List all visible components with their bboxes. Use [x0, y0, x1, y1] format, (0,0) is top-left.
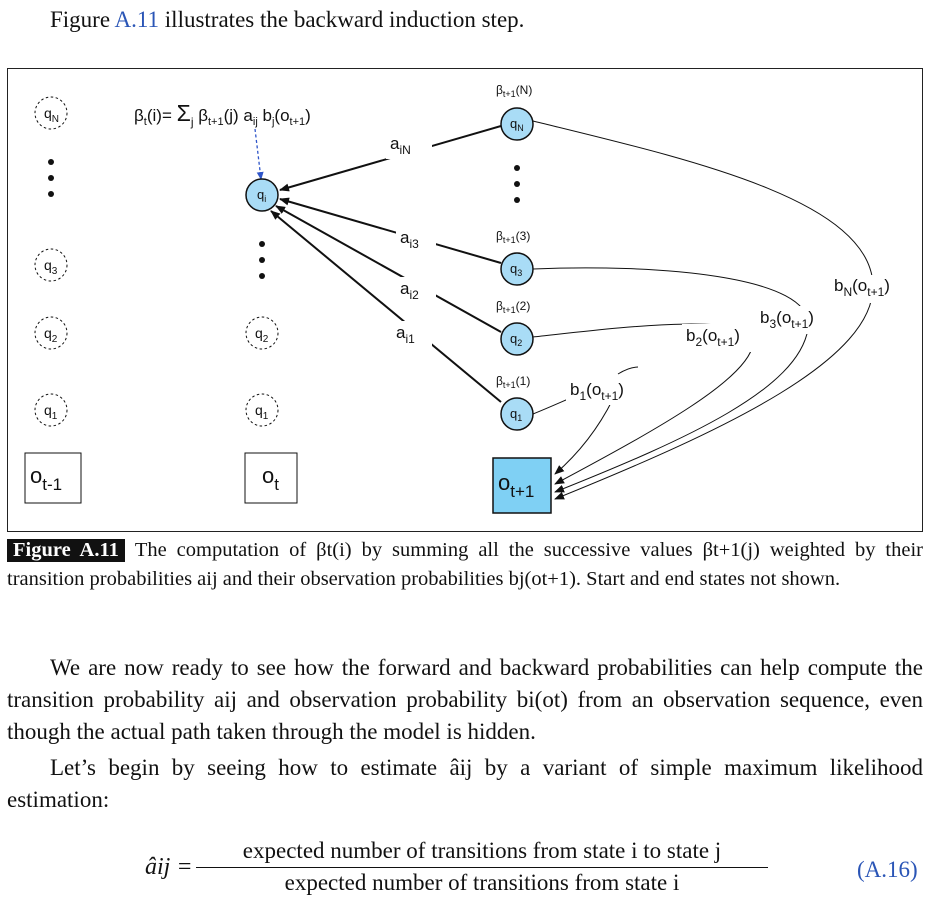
ellipsis-next	[514, 165, 520, 203]
svg-text:q1: q1	[44, 402, 58, 422]
lead-after: illustrates the backward induction step.	[159, 7, 525, 32]
svg-text:βt+1(3): βt+1(3)	[496, 229, 530, 245]
label-bN: bN(ot+1)	[834, 276, 890, 299]
svg-text:qN: qN	[510, 116, 524, 133]
svg-text:q1: q1	[510, 406, 522, 423]
ellipsis-t	[259, 241, 265, 279]
backward-induction-diagram: qN q3 q2 q1 ot-1 βt(i)= Σj βt+1(j) aij b…	[24, 83, 914, 514]
ellipsis-prev	[48, 159, 54, 197]
state-prev-N: qN	[34, 96, 68, 130]
svg-text:q2: q2	[255, 325, 269, 345]
equation-numerator: expected number of transitions from stat…	[196, 838, 768, 868]
label-b1: b1(ot+1)	[570, 380, 624, 403]
svg-text:ot: ot	[262, 463, 279, 494]
caption-tag: Figure A.11	[7, 539, 125, 562]
svg-text:q2: q2	[44, 325, 58, 345]
observation-t: ot	[244, 452, 298, 504]
equation-a16: âij = expected number of transitions fro…	[0, 836, 939, 906]
svg-text:βt+1(2): βt+1(2)	[496, 299, 530, 315]
arrow-ai3	[279, 197, 502, 264]
emission-curve-1-hook	[617, 366, 639, 375]
lead-before: Figure	[50, 7, 115, 32]
state-next-2: βt+1(2) q2	[496, 299, 534, 356]
svg-text:qi: qi	[257, 187, 266, 204]
formula-dashed-arrow	[254, 128, 264, 180]
figure-reference-link[interactable]: A.11	[114, 7, 160, 32]
label-b2: b2(ot+1)	[686, 326, 740, 349]
svg-text:q2: q2	[510, 331, 522, 348]
equation-number: (A.16)	[857, 857, 918, 882]
state-qi: qi	[245, 178, 279, 212]
arrow-ai1	[270, 210, 502, 403]
paragraph-1: We are now ready to see how the forward …	[7, 655, 923, 744]
state-prev-1: q1	[34, 393, 68, 427]
equation-fraction: expected number of transitions from stat…	[196, 838, 768, 896]
observation-prev: ot-1	[24, 452, 82, 504]
label-b3: b3(ot+1)	[760, 308, 814, 331]
svg-text:ot+1: ot+1	[498, 470, 534, 501]
equation-lhs: âij =	[145, 854, 193, 880]
svg-text:q3: q3	[44, 257, 58, 277]
svg-text:βt+1(N): βt+1(N)	[496, 83, 532, 99]
svg-text:qN: qN	[44, 105, 59, 125]
label-ai3: ai3	[400, 228, 419, 251]
caption-text: The computation of βt(i) by summing all …	[7, 539, 923, 590]
svg-text:βt(i)= Σj βt+1(j) aij bj(ot+1: βt(i)= Σj βt+1(j) aij bj(ot+1)	[134, 100, 311, 129]
emission-curve-1	[554, 398, 614, 475]
svg-text:q1: q1	[255, 402, 269, 422]
state-prev-2: q2	[34, 316, 68, 350]
formula-beta: βt(i)= Σj βt+1(j) aij bj(ot+1)	[134, 100, 311, 129]
label-aiN: aiN	[390, 134, 411, 157]
state-next-3: βt+1(3) q3	[496, 229, 534, 286]
state-next-N: βt+1(N) qN	[496, 83, 534, 141]
state-next-1: βt+1(1) q1	[496, 374, 534, 431]
svg-text:q3: q3	[510, 261, 522, 278]
state-t-2: q2	[245, 316, 279, 350]
label-ai2: ai2	[400, 279, 419, 302]
observation-next: ot+1	[492, 457, 552, 514]
state-prev-3: q3	[34, 248, 68, 282]
lead-sentence: Figure A.11 illustrates the backward ind…	[50, 2, 524, 38]
equation-denominator: expected number of transitions from stat…	[284, 870, 680, 895]
arrow-ai2	[275, 205, 502, 333]
svg-text:βt+1(1): βt+1(1)	[496, 374, 530, 390]
state-t-1: q1	[245, 393, 279, 427]
label-ai1: ai1	[396, 323, 415, 346]
svg-text:ot-1: ot-1	[30, 463, 62, 494]
figure-a11: qN q3 q2 q1 ot-1 βt(i)= Σj βt+1(j) aij b…	[7, 68, 923, 532]
paragraph-2: Let’s begin by seeing how to estimate âi…	[7, 755, 923, 812]
